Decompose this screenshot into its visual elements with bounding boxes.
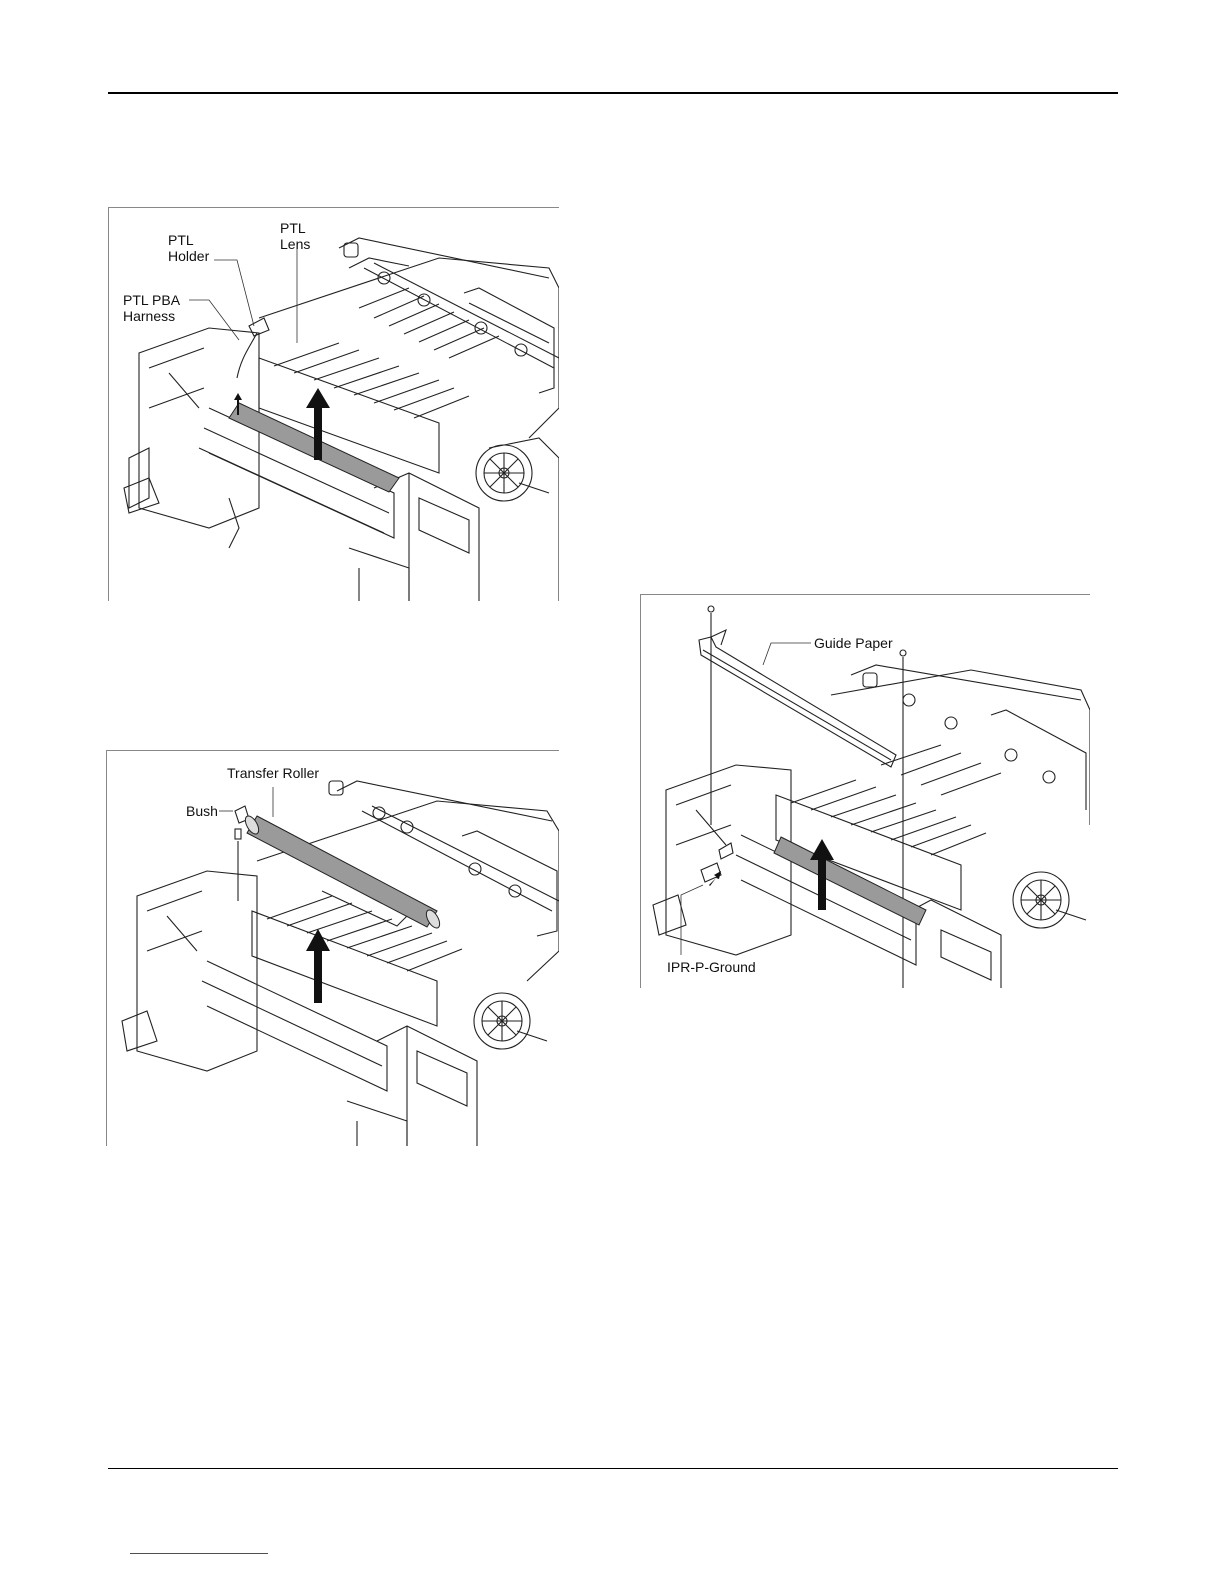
footer-rule (108, 1468, 1118, 1469)
label-ptl-lens: PTL Lens (280, 220, 310, 252)
printer-illustration-1 (109, 208, 559, 601)
label-ipr-p-ground: IPR-P-Ground (667, 959, 756, 975)
figure-transfer-roller-removal: Transfer Roller Bush (106, 750, 559, 1146)
label-guide-paper: Guide Paper (814, 635, 893, 651)
figure-ptl-removal: PTL Lens PTL Holder PTL PBA Harness (108, 207, 559, 601)
label-ptl-pba-harness: PTL PBA Harness (123, 292, 180, 324)
label-ptl-holder: PTL Holder (168, 232, 209, 264)
printer-illustration-3 (641, 595, 1090, 988)
footer-link-underline[interactable] (130, 1553, 268, 1554)
printer-illustration-2 (107, 751, 559, 1146)
figure-guide-paper-removal: Guide Paper IPR-P-Ground (640, 594, 1090, 988)
label-bush: Bush (186, 803, 218, 819)
label-transfer-roller: Transfer Roller (227, 765, 319, 781)
header-rule (108, 92, 1118, 94)
